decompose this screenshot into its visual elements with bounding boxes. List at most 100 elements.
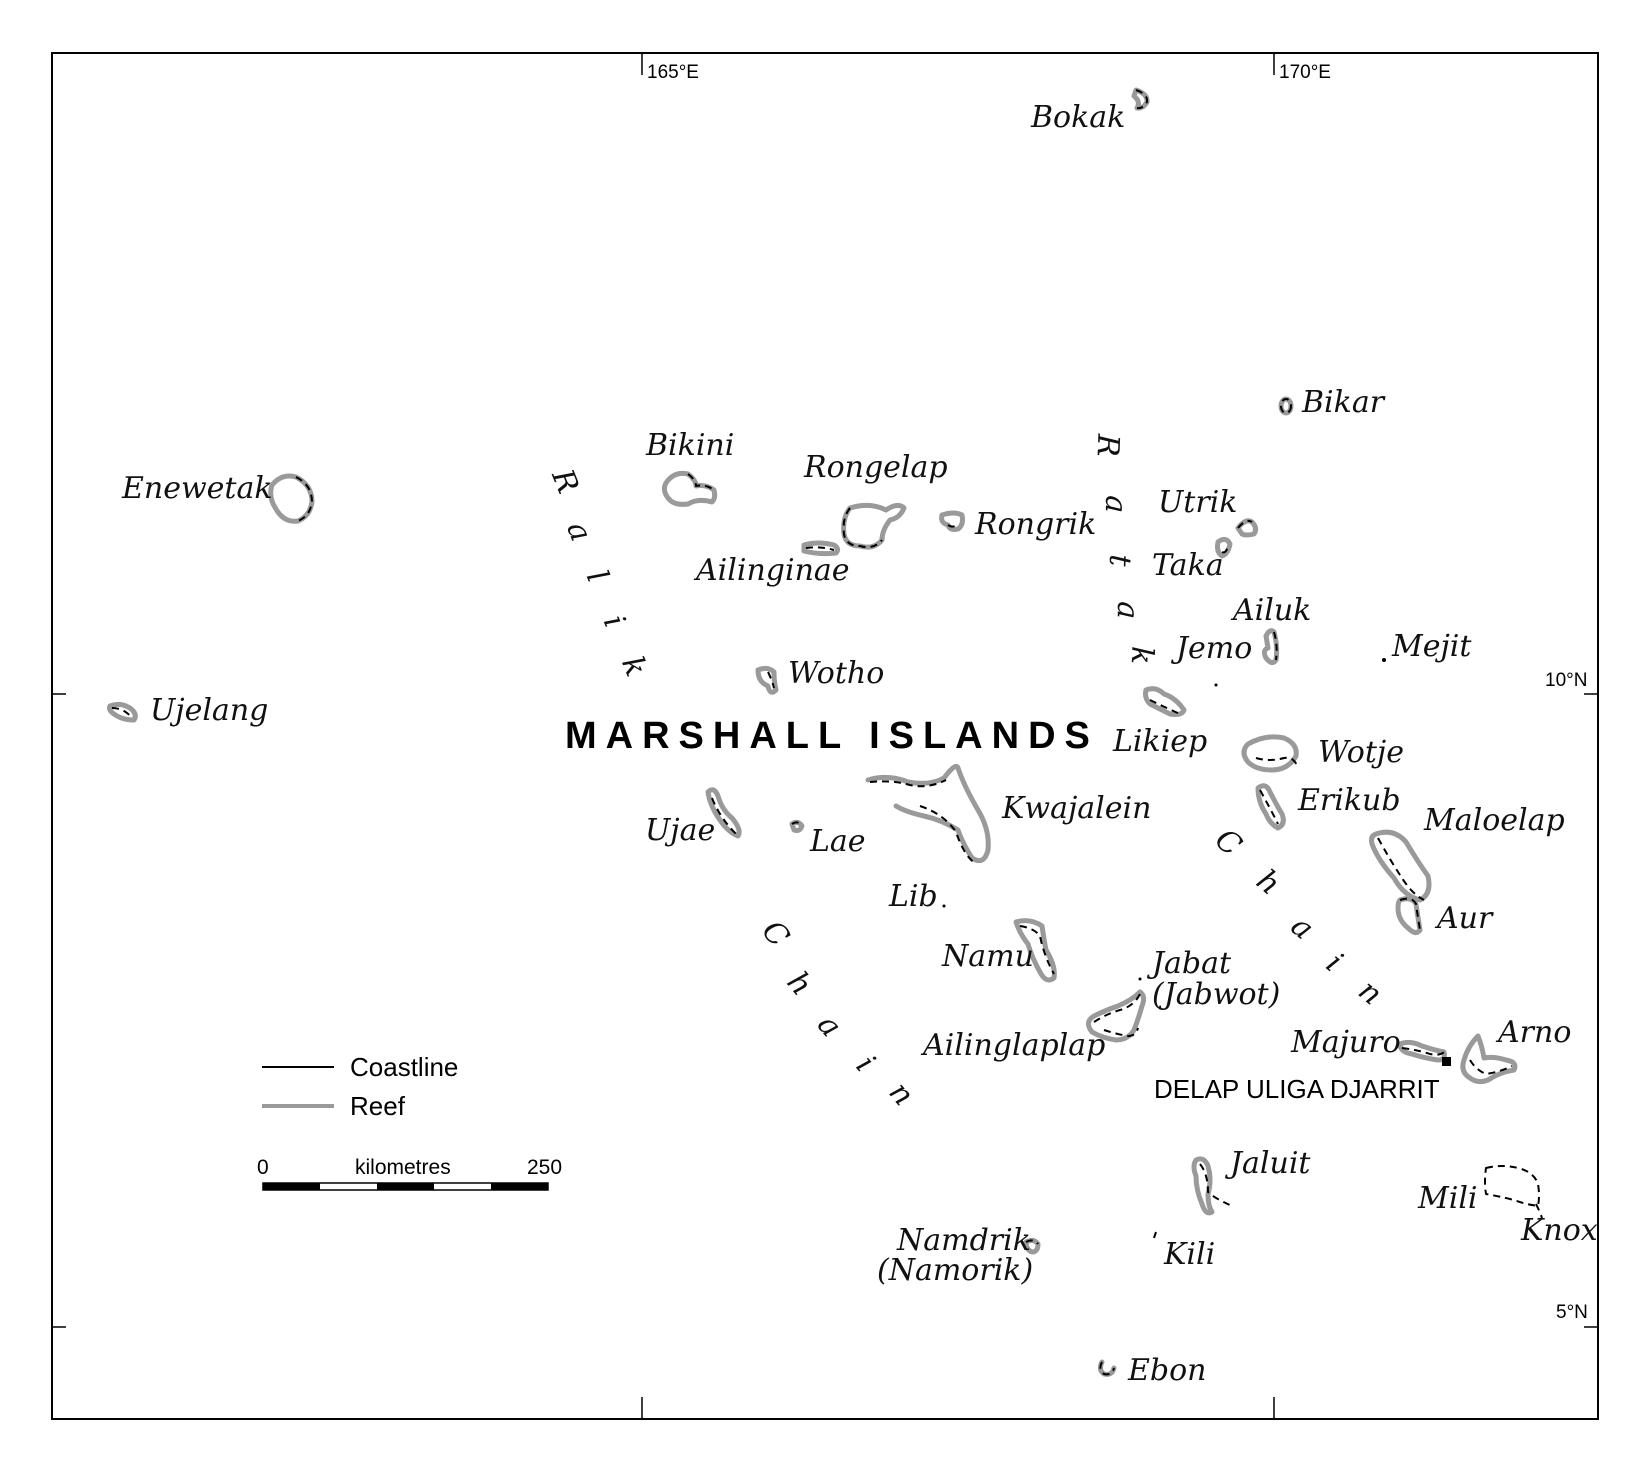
label-bokak: Bokak: [1030, 100, 1125, 135]
atoll-shape-bikar: [1278, 396, 1294, 416]
atoll-shape-namdrik: [1023, 1237, 1041, 1255]
chain-ralik-letter: a: [559, 517, 598, 547]
atoll-shape-jaluit: [1191, 1156, 1233, 1216]
label-majuro: Majuro: [1290, 1025, 1401, 1060]
atoll-shape-rongelap: [841, 502, 907, 550]
chain-ratak-letter: a: [1110, 601, 1146, 620]
label-kili: Kili: [1163, 1237, 1215, 1272]
label-knox: Knox: [1520, 1213, 1598, 1248]
grid-label-10n: 10°N: [1545, 670, 1587, 691]
label-namdrik: Namdrik: [896, 1223, 1031, 1258]
label-bikini: Bikini: [645, 428, 734, 463]
atoll-shape-ebon: [1097, 1359, 1117, 1377]
chain-ratak-letter: t: [1102, 554, 1137, 568]
atoll-shape-enewetak: [268, 473, 315, 524]
chain-ratak-chain-letter: a: [1284, 909, 1320, 947]
atoll-shape-namu: [1013, 918, 1057, 983]
atoll-shape-arno: [1460, 1033, 1518, 1085]
map-frame: [51, 52, 1599, 1420]
chain-ratak-chain-letter: n: [1351, 973, 1388, 1012]
atoll-shape-lae: [789, 819, 805, 833]
map-title: MARSHALL ISLANDS: [565, 715, 1099, 757]
atoll-shape-majuro: [1397, 1039, 1447, 1063]
atoll-shape-mejit: [1382, 658, 1386, 662]
grid-label-165e: 165°E: [647, 62, 699, 83]
label-maloelap: Maloelap: [1423, 803, 1565, 838]
legend-reef-label: Reef: [350, 1091, 406, 1121]
atoll-shape-bikini: [661, 470, 718, 507]
atoll-shape-jemo: [1214, 683, 1218, 687]
chain-ratak-letter: k: [1124, 646, 1160, 665]
atoll-shape-jabat: [1138, 977, 1142, 981]
atoll-shape-utrik: [1235, 518, 1259, 538]
atoll-shape-kwajalein: [865, 763, 991, 865]
atoll-shape-lib: [942, 904, 946, 908]
scale-seg-5: [491, 1183, 548, 1190]
label-namorik: (Namorik): [877, 1253, 1033, 1288]
chain-ralik-chain-letter: n: [882, 1075, 921, 1112]
label-rongrik: Rongrik: [974, 507, 1096, 542]
scale-unit-label: kilometres: [355, 1156, 451, 1179]
atoll-shape-bokak: [1131, 87, 1150, 111]
label-kwajalein: Kwajalein: [1001, 791, 1151, 826]
scale-seg-3: [377, 1183, 434, 1190]
chain-ralik-letter: R: [544, 463, 585, 498]
label-likiep: Likiep: [1112, 724, 1207, 759]
label-jabat: Jabat: [1146, 946, 1232, 981]
atoll-shape-rongrik: [939, 510, 965, 532]
label-ailuk: Ailuk: [1230, 593, 1311, 628]
label-ujelang: Ujelang: [150, 693, 268, 728]
scale-start-label: 0: [257, 1156, 269, 1179]
atoll-shape-aur: [1395, 896, 1423, 936]
atoll-shape-likiep: [1143, 686, 1187, 717]
label-lae: Lae: [809, 824, 866, 859]
scale-bar: 0 kilometres 250: [257, 1156, 562, 1191]
label-wotho: Wotho: [788, 656, 884, 691]
atoll-shape-taka: [1215, 536, 1233, 559]
label-utrik: Utrik: [1158, 485, 1237, 520]
atoll-shape-ailinginae: [801, 540, 841, 557]
label-rongelap: Rongelap: [803, 450, 948, 485]
atoll-shapes: [107, 87, 1543, 1377]
capital-marker: [1442, 1057, 1451, 1066]
atoll-shape-erikub: [1255, 783, 1286, 831]
chain-ralik-letter: l: [579, 565, 615, 587]
atoll-shape-maloelap: [1369, 829, 1432, 903]
chain-ralik-chain-letter: i: [849, 1049, 882, 1079]
chain-label-ratak: Ra t a k: [1090, 432, 1160, 665]
chain-ralik-chain-letter: a: [810, 1008, 848, 1044]
label-lib: Lib: [888, 879, 938, 914]
label-mili: Mili: [1417, 1181, 1478, 1216]
label-namu: Namu: [941, 939, 1034, 974]
atoll-shape-mili: [1484, 1165, 1540, 1207]
grid-label-170e: 170°E: [1279, 62, 1331, 83]
chain-ralik-letter: i: [596, 610, 632, 632]
chain-ratak-letter: R: [1090, 432, 1126, 457]
chain-ralik-chain-letter: C: [754, 914, 796, 954]
label-taka: Taka: [1152, 548, 1224, 583]
label-enewetak: Enewetak: [121, 471, 273, 506]
chain-ratak-chain-letter: h: [1249, 863, 1286, 902]
grid-label-5n: 5°N: [1556, 1302, 1588, 1323]
chain-ratak-letter: a: [1098, 495, 1134, 514]
atoll-shape-ailinglaplap: [1086, 989, 1147, 1043]
atoll-shape-ailuk: [1261, 628, 1280, 666]
label-arno: Arno: [1495, 1015, 1571, 1050]
label-jaluit: Jaluit: [1224, 1146, 1311, 1181]
chain-ralik-chain-letter: h: [780, 965, 819, 1002]
label-mejit: Mejit: [1391, 629, 1472, 664]
chain-ratak-chain-letter: i: [1319, 946, 1349, 979]
label-bikar: Bikar: [1301, 385, 1386, 420]
scale-end-label: 250: [527, 1156, 562, 1179]
label-erikub: Erikub: [1297, 783, 1401, 818]
label-jabwot: (Jabwot): [1152, 977, 1280, 1012]
atoll-labels: Bokak Bikar Enewetak Bikini Rongelap Ron…: [121, 100, 1598, 1388]
label-jemo: Jemo: [1170, 631, 1252, 666]
chain-ratak-chain-letter: C: [1208, 822, 1248, 864]
scale-seg-1: [263, 1183, 320, 1190]
label-ebon: Ebon: [1127, 1353, 1207, 1388]
legend-coastline-label: Coastline: [350, 1052, 458, 1082]
